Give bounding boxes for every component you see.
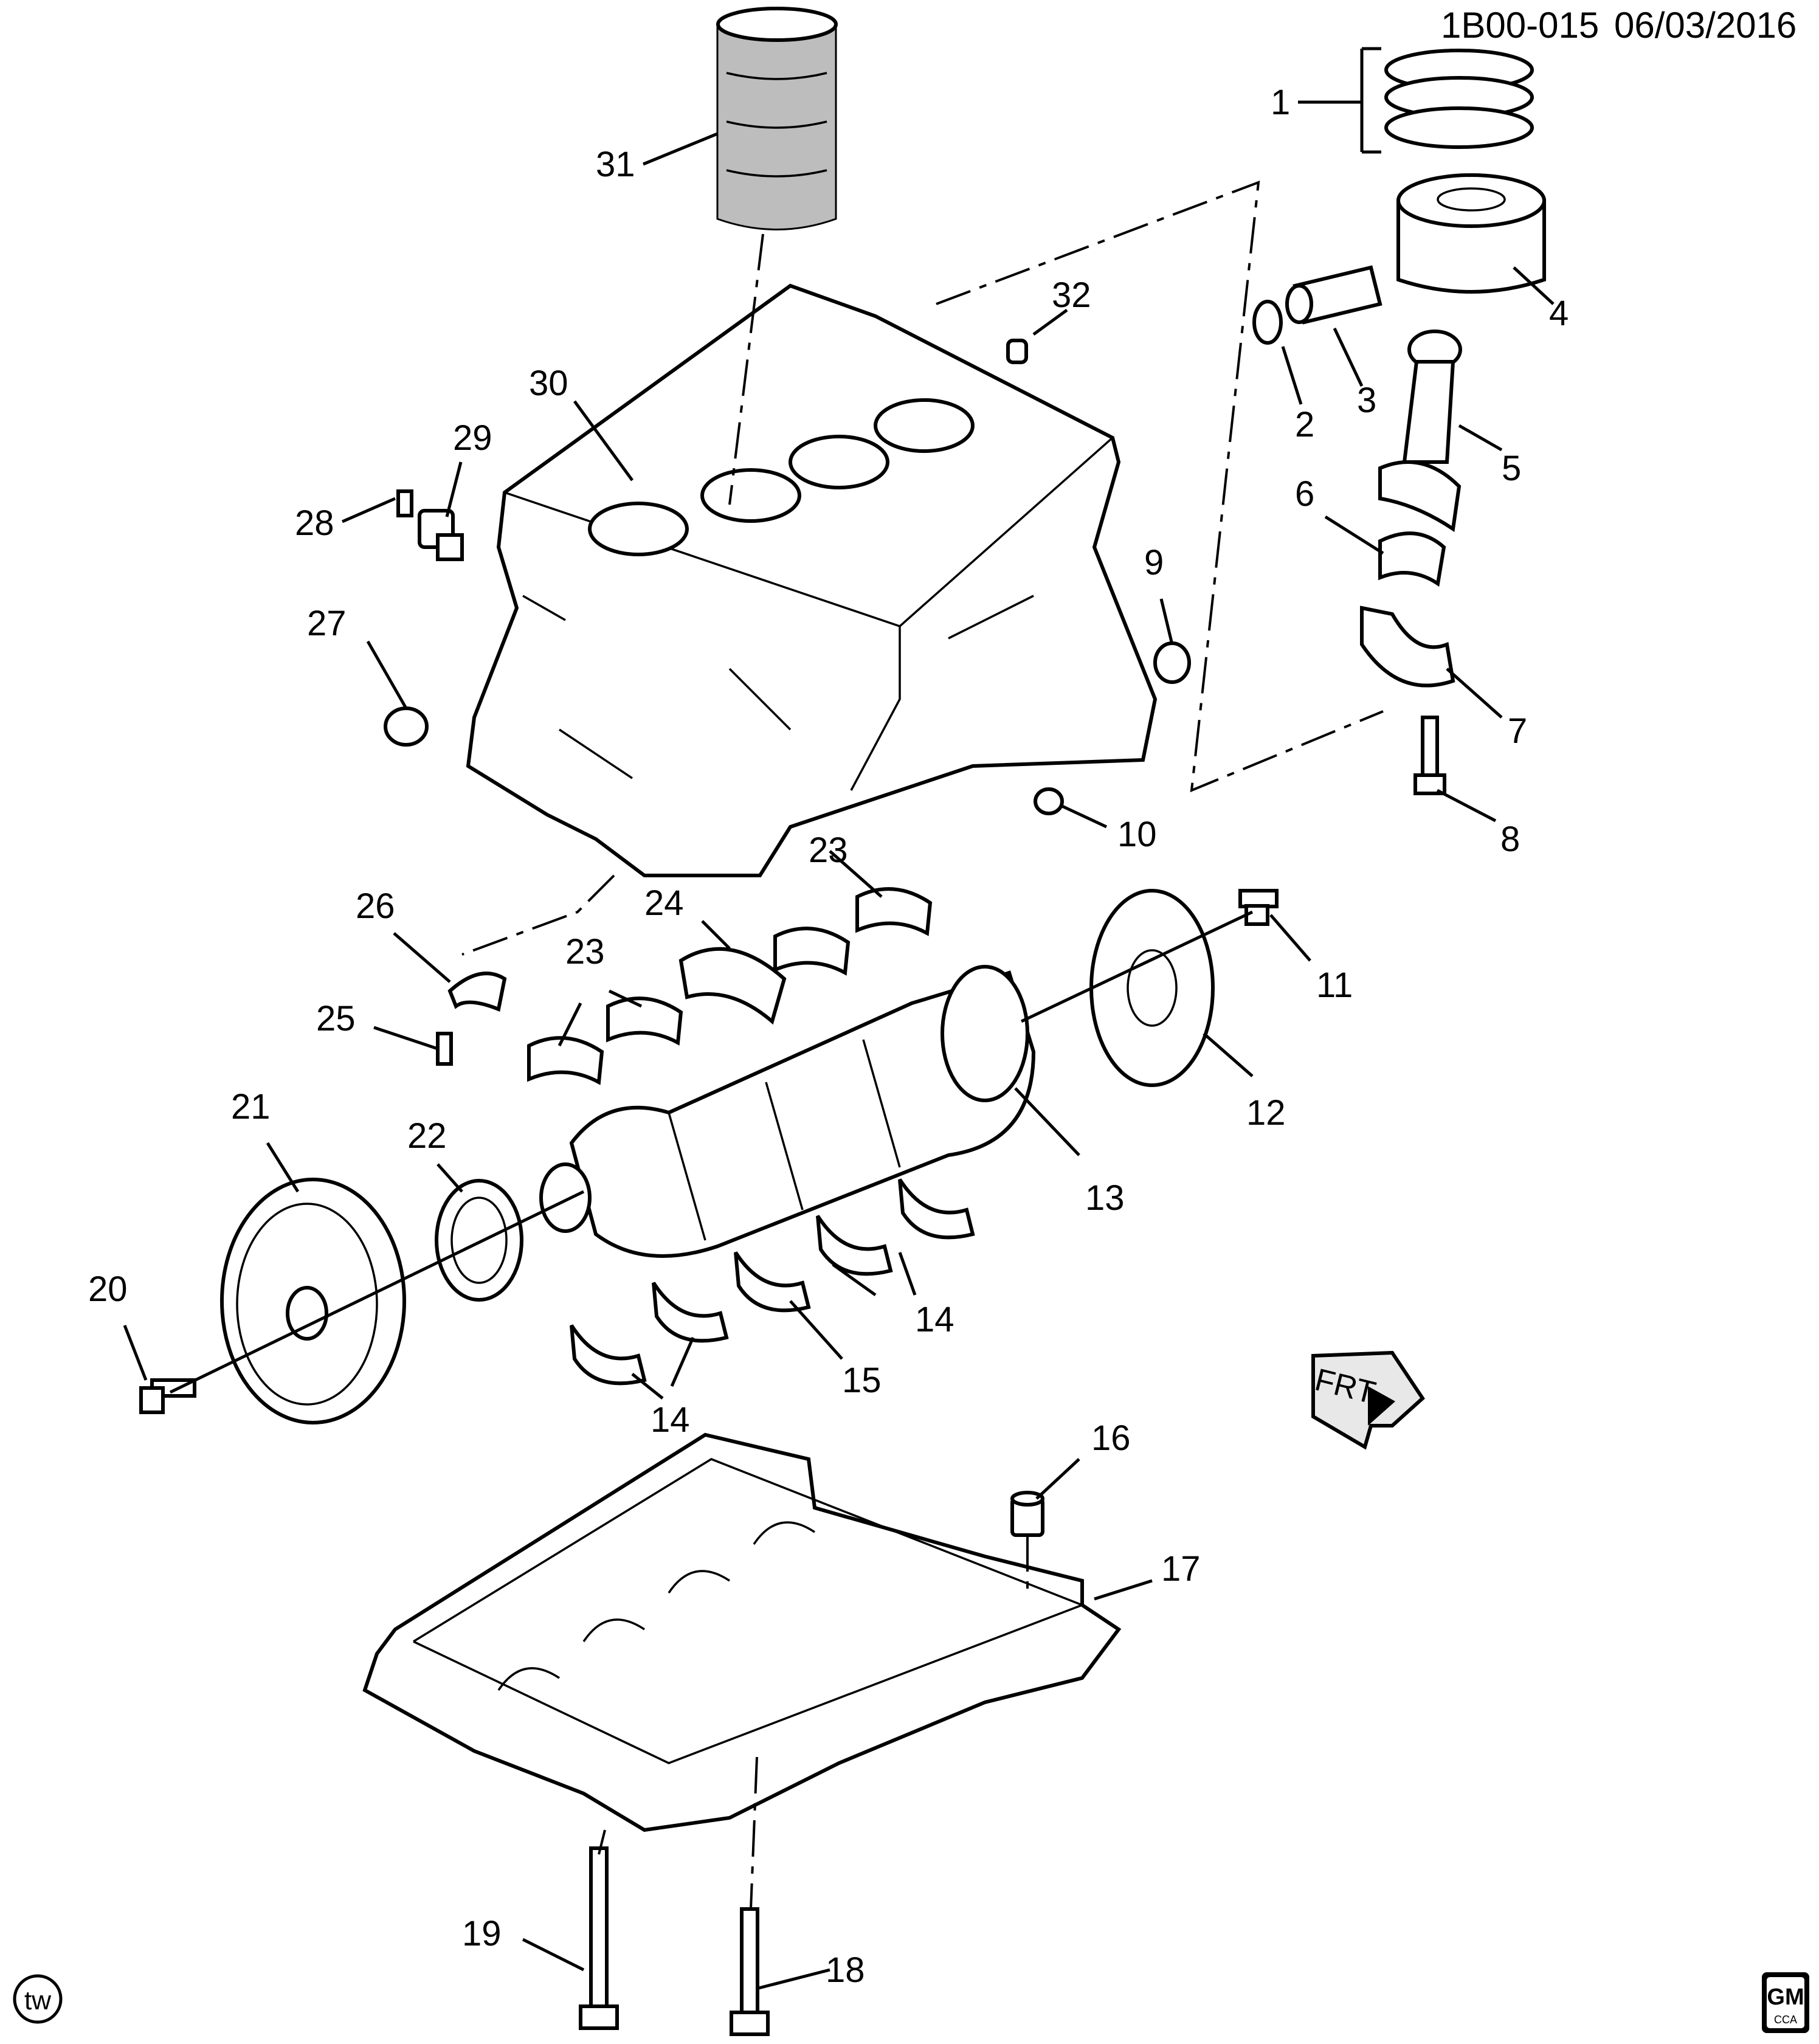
callout-18: 18 (826, 1950, 865, 1990)
knock-sensor (418, 509, 464, 561)
bracket-clip (447, 972, 507, 1012)
callout-21: 21 (231, 1087, 271, 1127)
alignment-line-bolt-19 (598, 1829, 606, 1855)
alignment-line-bracket (461, 874, 615, 956)
callout-19: 19 (462, 1914, 502, 1953)
callout-28: 28 (295, 503, 334, 543)
callout-20: 20 (88, 1269, 128, 1309)
block-plug-right (1153, 641, 1191, 684)
sensor-bolt (396, 489, 413, 517)
callout-17: 17 (1161, 1549, 1201, 1589)
block-seal-small (1034, 787, 1064, 815)
front-direction-arrow: FRT (1311, 1350, 1425, 1450)
callout-16: 16 (1091, 1418, 1131, 1458)
connecting-rod (1378, 330, 1462, 533)
callout-32: 32 (1052, 275, 1091, 315)
bedplate-bolt (730, 1907, 770, 2036)
callout-5: 5 (1502, 449, 1521, 488)
gm-logo: GM CCA (1762, 1972, 1809, 2033)
rod-cap (1360, 606, 1455, 688)
block-plug-left (384, 706, 429, 747)
crankshaft-front-seal (435, 1179, 523, 1302)
crankshaft-balancer (220, 1178, 406, 1424)
tw-logo: tw (13, 1974, 63, 2024)
callout-4: 4 (1549, 294, 1569, 333)
callout-13: 13 (1085, 1178, 1125, 1218)
callout-6: 6 (1295, 474, 1314, 514)
callout-25: 25 (316, 999, 356, 1038)
upper-main-bearings (527, 887, 933, 1085)
block-plug-top (1006, 339, 1028, 364)
pin-retainer (1252, 300, 1283, 345)
callout-11: 11 (1316, 965, 1353, 1005)
lower-crankcase (362, 1432, 1122, 1832)
balancer-bolt (139, 1378, 196, 1414)
callout-8: 8 (1500, 820, 1520, 859)
dowel-pin (1010, 1491, 1044, 1537)
crankshaft (539, 965, 1036, 1258)
bracket-bolt (436, 1032, 453, 1066)
callout-14-right: 14 (915, 1300, 954, 1339)
callout-27: 27 (307, 604, 347, 643)
callout-15: 15 (842, 1361, 882, 1400)
callout-31: 31 (596, 145, 635, 184)
axis-line-crank-rear (1020, 910, 1254, 1023)
callout-26: 26 (356, 886, 395, 926)
callout-30: 30 (529, 364, 568, 403)
leader-lines (123, 47, 1555, 1990)
engine-block (466, 283, 1158, 877)
callout-12: 12 (1246, 1093, 1286, 1133)
callout-23-right: 23 (809, 830, 848, 870)
callout-14-left: 14 (651, 1400, 690, 1440)
gm-logo-sub: CCA (1774, 2014, 1797, 2026)
alignment-line-piston-assembly (936, 180, 1384, 793)
alignment-line-liner (728, 233, 764, 505)
bedplate-bolt-long (579, 1846, 619, 2030)
callout-29: 29 (453, 418, 492, 458)
diagram-date: 06/03/2016 (1614, 5, 1797, 46)
callout-10: 10 (1117, 815, 1157, 854)
piston-pin (1285, 265, 1382, 325)
tw-logo-text: tw (24, 1986, 51, 2015)
callout-9: 9 (1144, 543, 1164, 582)
callout-3: 3 (1357, 381, 1376, 420)
rod-bolt (1413, 716, 1446, 795)
rod-bearing-upper (1378, 531, 1446, 587)
gm-logo-text: GM (1767, 1984, 1804, 2010)
piston (1396, 173, 1546, 294)
callout-22: 22 (407, 1116, 447, 1156)
cylinder-liner (716, 7, 838, 230)
callout-23-left: 23 (565, 932, 605, 972)
diagram-ref: 1B00-015 (1441, 5, 1599, 46)
piston-rings (1384, 49, 1534, 149)
callout-7: 7 (1508, 711, 1527, 751)
lower-main-bearings (570, 1178, 975, 1386)
axis-line-balancer (169, 1190, 585, 1394)
callout-24: 24 (644, 883, 684, 923)
reluctor-wheel (1089, 889, 1215, 1087)
callout-1: 1 (1271, 83, 1290, 122)
reluctor-bolt (1238, 889, 1279, 926)
alignment-line-bolt-18 (750, 1756, 758, 1910)
callout-2: 2 (1295, 405, 1314, 444)
